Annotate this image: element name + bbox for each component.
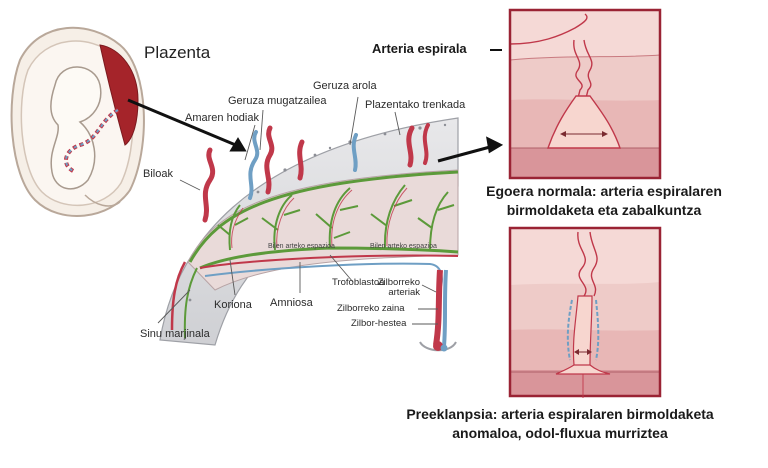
label-amniosa: Amniosa bbox=[270, 297, 313, 309]
caption-preeclampsia-line1: Preeklanpsia: arteria espiralaren birmol… bbox=[406, 406, 714, 422]
label-arteria-espirala: Arteria espirala bbox=[372, 41, 467, 56]
label-geruza-arola: Geruza arola bbox=[313, 80, 377, 92]
arrow-to-section bbox=[127, 98, 239, 148]
label-bilen-arteko-espazioa-2: Bilen arteko espazioa bbox=[370, 243, 437, 250]
panel-preeclampsia-border bbox=[508, 226, 662, 398]
label-zilbor-hestea: Zilbor-hestea bbox=[351, 318, 407, 329]
uterus-figure bbox=[10, 26, 145, 217]
caption-normal-line1: Egoera normala: arteria espiralaren bbox=[486, 183, 722, 199]
panel-normal-border bbox=[508, 8, 662, 180]
placenta-cross-section bbox=[159, 117, 459, 352]
leader-lines bbox=[157, 96, 584, 398]
arrow-to-panel bbox=[437, 145, 491, 163]
label-koriona: Koriona bbox=[214, 299, 252, 311]
label-plazentako-trenkada: Plazentako trenkada bbox=[365, 99, 466, 111]
label-amaren-hodiak: Amaren hodiak bbox=[185, 112, 259, 124]
label-plazenta: Plazenta bbox=[144, 43, 211, 62]
arrowhead-2 bbox=[486, 136, 504, 154]
caption-preeclampsia: Preeklanpsia: arteria espiralaren birmol… bbox=[352, 405, 768, 443]
caption-normal: Egoera normala: arteria espiralaren birm… bbox=[440, 182, 768, 220]
arrowhead-1 bbox=[229, 137, 247, 152]
label-sinu-marjinala: Sinu marjinala bbox=[140, 328, 210, 340]
panel-preeclampsia bbox=[510, 228, 660, 396]
caption-normal-line2: birmoldaketa eta zabalkuntza bbox=[506, 201, 702, 218]
arrows bbox=[127, 49, 504, 163]
label-biloak: Biloak bbox=[143, 168, 173, 180]
label-geruza-mugatzailea: Geruza mugatzailea bbox=[228, 95, 327, 107]
panel-normal bbox=[510, 10, 660, 178]
label-trofoblastoa: Trofoblastoa bbox=[332, 277, 385, 288]
label-bilen-arteko-espazioa-1: Bilen arteko espazioa bbox=[268, 243, 335, 250]
caption-preeclampsia-line2: anomaloa, odol-fluxua murriztea bbox=[452, 424, 668, 441]
label-zilborreko-zaina: Zilborreko zaina bbox=[337, 303, 405, 314]
label-zilborreko-arteriak: Zilborreko arteriak bbox=[377, 277, 420, 299]
